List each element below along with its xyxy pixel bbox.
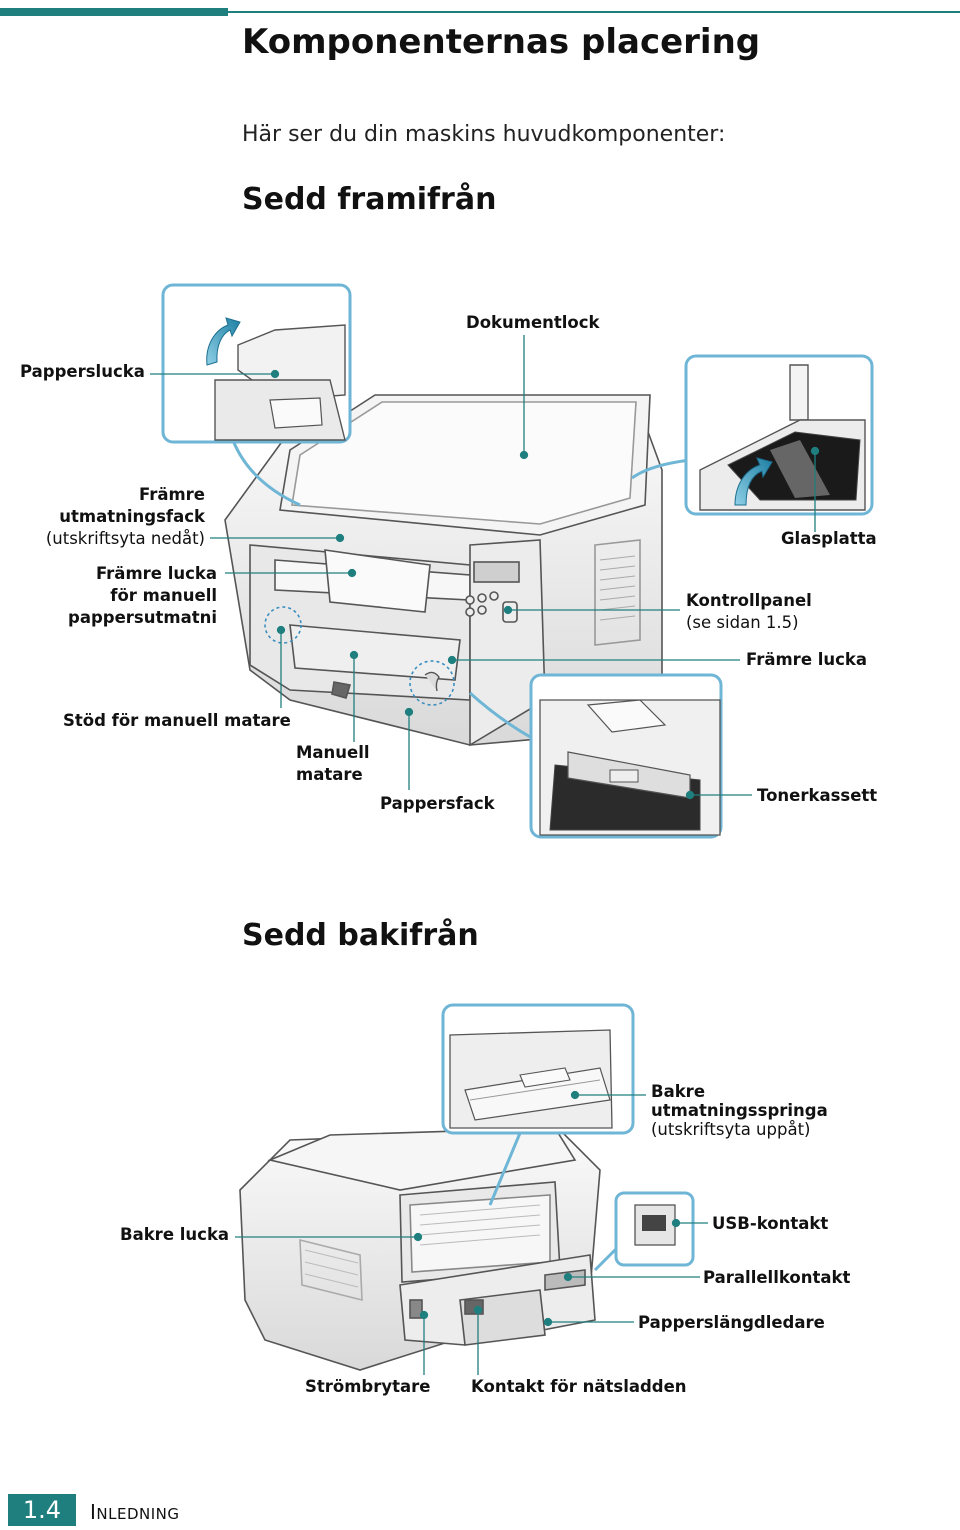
label-framre-utmatningsfack: Främre utmatningsfack (utskriftsyta nedå… xyxy=(45,485,205,548)
label-framre-lucka-manuell: Främre lucka för manuell pappersutmatni xyxy=(68,564,217,627)
label-usb-kontakt: USB-kontakt xyxy=(712,1214,829,1233)
label-papperslangdledare: Papperslängdledare xyxy=(638,1313,825,1332)
page-number: 1.4 xyxy=(8,1494,76,1526)
front-heading: Sedd framifrån xyxy=(242,182,497,217)
callout-usb xyxy=(593,1191,695,1272)
printer-back-illustration xyxy=(239,1127,601,1371)
label-framre-lucka: Främre lucka xyxy=(746,650,868,669)
label-papperslucka: Papperslucka xyxy=(20,362,145,381)
header-bar-thin xyxy=(228,11,960,13)
label-bakre-lucka: Bakre lucka xyxy=(120,1225,230,1244)
printer-front-illustration xyxy=(224,394,663,747)
callout-rear-output xyxy=(441,1003,635,1206)
section-name: INLEDNING xyxy=(90,1500,180,1524)
label-tonerkassett: Tonerkassett xyxy=(757,786,878,805)
header-bar-thick xyxy=(0,8,228,16)
label-kontakt-natsladd: Kontakt för nätsladden xyxy=(471,1377,687,1396)
label-bakre-utmatningsspringa: Bakre utmatningsspringa (utskriftsyta up… xyxy=(651,1082,828,1139)
intro-text: Här ser du din maskins huvudkomponenter: xyxy=(242,122,726,147)
label-strombrytare: Strömbrytare xyxy=(305,1377,431,1396)
callout-glass xyxy=(631,354,874,516)
label-parallellkontakt: Parallellkontakt xyxy=(703,1268,851,1287)
page-title: Komponenternas placering xyxy=(242,22,761,62)
label-dokumentlock: Dokumentlock xyxy=(466,313,600,332)
callout-toner xyxy=(468,673,723,839)
label-kontrollpanel: Kontrollpanel (se sidan 1.5) xyxy=(686,591,812,632)
label-glasplatta: Glasplatta xyxy=(781,529,877,548)
label-pappersfack: Pappersfack xyxy=(380,794,495,813)
label-stod-manuell-matare: Stöd för manuell matare xyxy=(63,711,291,730)
back-heading: Sedd bakifrån xyxy=(242,918,479,953)
label-manuell-matare: Manuell matare xyxy=(296,743,370,784)
callout-paper-lid xyxy=(161,283,352,507)
